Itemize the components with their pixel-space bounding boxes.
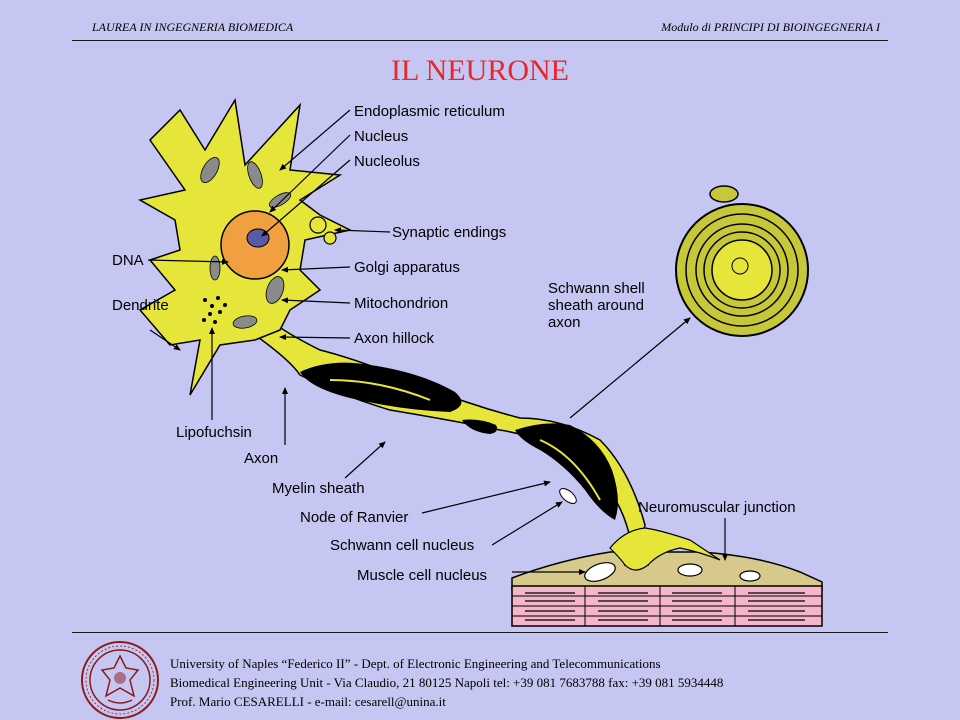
footer-divider: [72, 632, 888, 633]
myelin-sheath: [300, 362, 618, 520]
synaptic-ending: [309, 216, 337, 245]
label-muscle-cell-nucleus: Muscle cell nucleus: [357, 567, 487, 584]
label-schwann-1: Schwann shell: [548, 280, 645, 297]
footer: University of Naples “Federico II” - Dep…: [170, 654, 723, 711]
label-mitochondrion: Mitochondrion: [354, 295, 448, 312]
label-myelin-sheath: Myelin sheath: [272, 480, 365, 497]
label-schwann-2: sheath around: [548, 297, 644, 314]
label-synaptic-endings: Synaptic endings: [392, 224, 506, 241]
label-dna: DNA: [112, 252, 144, 269]
label-neuromuscular-junction: Neuromuscular junction: [638, 499, 796, 516]
label-schwann-3: axon: [548, 314, 581, 331]
university-seal-logo: [81, 641, 159, 719]
cell-body: [137, 97, 353, 396]
footer-line-contact: Prof. Mario CESARELLI - e-mail: cesarell…: [170, 694, 446, 709]
label-nucleolus: Nucleolus: [354, 153, 420, 170]
label-node-of-ranvier: Node of Ranvier: [300, 509, 408, 526]
footer-line-address: Biomedical Engineering Unit - Via Claudi…: [170, 675, 724, 690]
muscle-cell: [511, 551, 823, 627]
header-module: Modulo di PRINCIPI DI BIOINGEGNERIA I: [661, 20, 880, 34]
schwann-cross-section: [675, 185, 809, 337]
label-axon: Axon: [244, 450, 278, 467]
header-divider: [72, 40, 888, 41]
label-schwann-cell-nucleus: Schwann cell nucleus: [330, 537, 474, 554]
neuromuscular-terminal: [609, 527, 721, 571]
label-dendrite: Dendrite: [112, 297, 169, 314]
label-endoplasmic-reticulum: Endoplasmic reticulum: [354, 103, 505, 120]
page-title: IL NEURONE: [390, 54, 570, 87]
label-nucleus: Nucleus: [354, 128, 408, 145]
nucleolus: [246, 228, 270, 248]
label-golgi: Golgi apparatus: [354, 259, 460, 276]
label-lipofuchsin: Lipofuchsin: [176, 424, 252, 441]
footer-line-university: University of Naples “Federico II” - Dep…: [170, 656, 661, 671]
header-course: LAUREA IN INGEGNERIA BIOMEDICA: [92, 20, 294, 34]
label-axon-hillock: Axon hillock: [354, 330, 435, 347]
